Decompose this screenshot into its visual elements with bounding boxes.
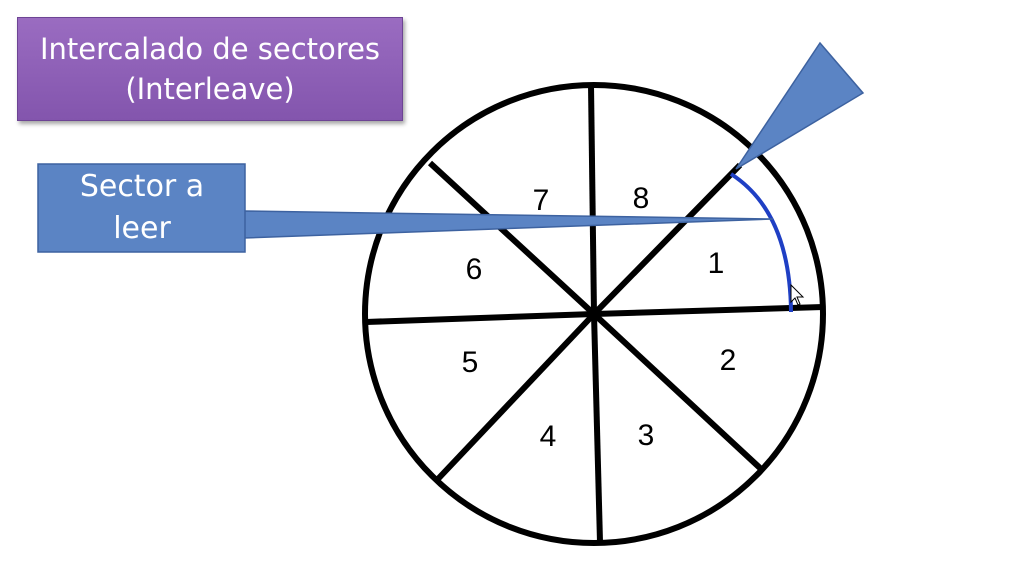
sector-label-7: 7 [533,184,550,217]
sector-label-4: 4 [540,420,557,453]
sector-divider [591,311,763,471]
sector-label-5: 5 [462,346,479,379]
slide-title-box: Intercalado de sectores (Interleave) [17,17,403,121]
sector-divider [588,84,597,315]
sector-label-6: 6 [466,253,483,286]
sector-divider [593,304,824,317]
callout-line-1: Sector a [79,169,205,204]
rotation-arc [729,172,793,313]
read-head-pointer [735,41,865,170]
sector-label-3: 3 [638,419,655,452]
callout-line-2: leer [113,211,171,246]
sector-divider [427,160,597,317]
slide-title-line-2: (Interleave) [125,72,295,106]
sector-label-2: 2 [720,344,737,377]
mouse-cursor-icon [790,283,805,306]
sector-divider [365,311,595,325]
sector-label-1: 1 [708,247,725,280]
slide-title-line-1: Intercalado de sectores [39,32,381,66]
sector-label-8: 8 [633,182,650,215]
sector-callout-label: Sector a leer [40,166,244,250]
sector-divider [591,313,603,543]
sector-divider [591,162,743,317]
callout-box [37,163,246,253]
sector-divider [434,311,597,483]
